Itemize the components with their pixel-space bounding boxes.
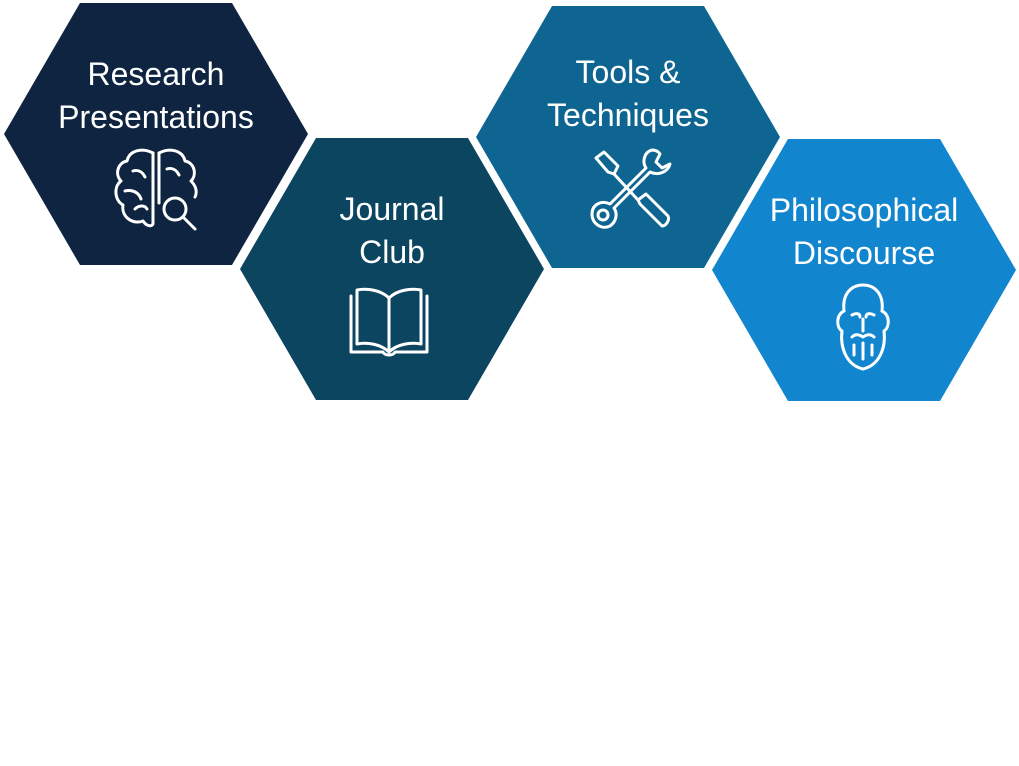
hexagon-label-line1: Philosophical [769, 192, 959, 228]
hexagon-label-line1: Journal [339, 191, 445, 227]
philosopher-icon [830, 281, 896, 373]
hexagon-label-line1: Research [87, 56, 225, 92]
hexagon-label-line2: Club [359, 234, 425, 270]
hexagon-label-line2: Presentations [58, 99, 254, 135]
hexagon-label: Research Presentations [4, 53, 308, 139]
hexagon-label: Journal Club [240, 188, 544, 274]
hexagon-label: Tools & Techniques [476, 51, 780, 137]
hexagon-philosophical-discourse: Philosophical Discourse [712, 139, 1016, 401]
open-book-icon [347, 282, 431, 360]
hexagon-label: Philosophical Discourse [712, 189, 1016, 275]
hexagon-journal-club: Journal Club [240, 138, 544, 400]
brain-search-icon [111, 143, 201, 235]
wrench-screwdriver-icon [588, 146, 672, 232]
hexagon-label-line1: Tools & [575, 54, 681, 90]
hexagon-research-presentations: Research Presentations [4, 3, 308, 265]
hexagon-label-line2: Discourse [792, 235, 936, 271]
hexagon-label-line2: Techniques [547, 97, 709, 133]
hexagon-tools-techniques: Tools & Techniques [476, 6, 780, 268]
